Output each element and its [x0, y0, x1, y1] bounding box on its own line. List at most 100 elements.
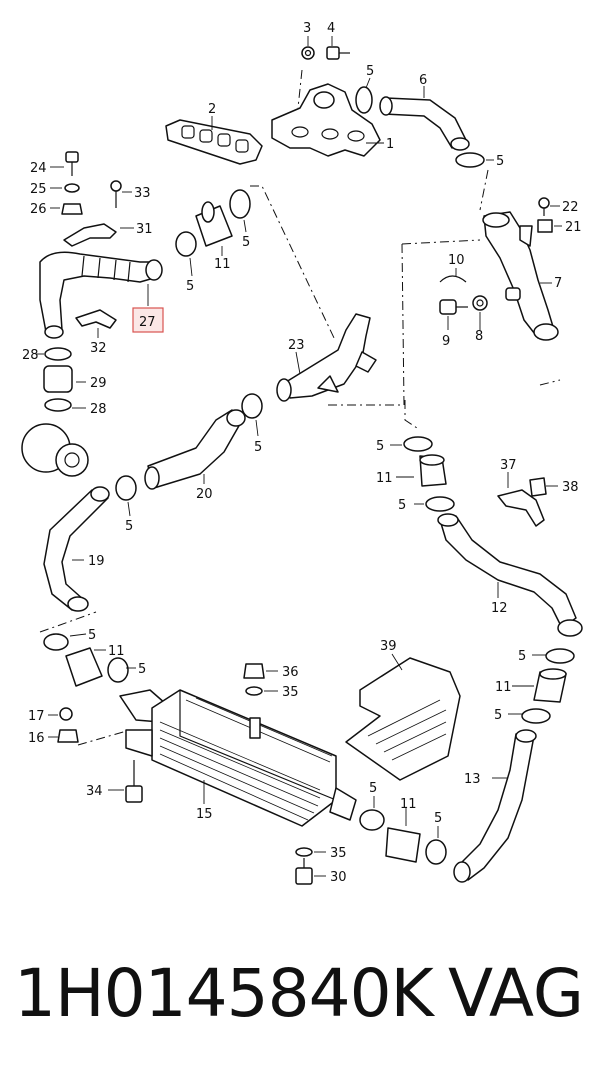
sleeve-11-lower-right [512, 668, 567, 703]
washer-35-lower [295, 847, 326, 857]
callout-33: 33 [134, 186, 151, 201]
callout-2: 2 [208, 102, 216, 117]
callout-34: 34 [86, 784, 103, 799]
pipe-23-part [276, 313, 377, 402]
clamp-5-lower-left-b [107, 657, 136, 683]
heat-shield-39-part [345, 653, 461, 781]
callout-11c: 11 [108, 644, 125, 659]
screw-17-part [48, 707, 73, 721]
callout-5a: 5 [366, 64, 374, 79]
callout-3: 3 [303, 21, 311, 36]
callout-6: 6 [419, 73, 427, 88]
bolt-30-part [295, 858, 326, 885]
turbocharger-housing [21, 423, 89, 477]
intercooler-15-part [119, 689, 357, 827]
callout-28b: 28 [90, 402, 107, 417]
clamp-28-lower [44, 398, 86, 412]
screw-33-part [110, 180, 132, 208]
clamp-5-lower-mid-a [359, 796, 385, 831]
callout-11d: 11 [495, 680, 512, 695]
callout-24: 24 [30, 161, 47, 176]
hose-19-part [43, 486, 110, 612]
hose-6-part [379, 86, 470, 151]
callout-5l: 5 [494, 708, 502, 723]
callout-5f: 5 [125, 519, 133, 534]
callout-32: 32 [90, 341, 107, 356]
clamp-5-upper-mid-a [229, 189, 251, 233]
clamp-28-upper [36, 347, 72, 361]
callout-10: 10 [448, 253, 465, 268]
clamp-5-mid-a [241, 393, 263, 437]
callout-30: 30 [330, 870, 347, 885]
callout-20: 20 [196, 487, 213, 502]
charge-air-system-exploded-diagram: 1 2 3 4 5 6 5 22 21 10 7 9 8 24 25 26 33… [21, 21, 583, 885]
washer-25-part [50, 183, 80, 193]
callout-11a: 11 [214, 257, 231, 272]
nut-16-part [48, 729, 79, 743]
washer-35-upper [245, 686, 278, 696]
callout-11b: 11 [376, 471, 393, 486]
callout-19: 19 [88, 554, 105, 569]
clamp-5-lower-mid-b [425, 826, 447, 865]
clamp-5-right-a [390, 436, 433, 452]
callout-5h: 5 [398, 498, 406, 513]
callout-36: 36 [282, 665, 299, 680]
bolt-34-part [108, 760, 143, 803]
manifold-gasket-part [165, 116, 263, 165]
nut-26-part [50, 203, 83, 215]
bolt-24-part [50, 151, 79, 176]
assembly-dash-lines [39, 69, 561, 746]
seal-ring-8-part [472, 295, 488, 330]
callout-39: 39 [380, 639, 397, 654]
part-number-text: 1H0145840K [14, 955, 434, 1032]
callout-5m: 5 [369, 781, 377, 796]
callout-5i: 5 [88, 628, 96, 643]
callout-27-highlight-box [132, 307, 164, 333]
bracket-37-part [497, 472, 545, 527]
callout-35b: 35 [330, 846, 347, 861]
callout-7: 7 [554, 276, 562, 291]
clamp-5-top [355, 77, 373, 114]
sleeve-29-part [43, 365, 86, 393]
callout-13: 13 [464, 772, 481, 787]
sleeve-11-lower-left [65, 647, 106, 687]
washer-3-part [301, 36, 315, 60]
callout-27: 27 [139, 315, 156, 330]
callout-8: 8 [475, 329, 483, 344]
callout-29: 29 [90, 376, 107, 391]
callout-5d: 5 [186, 279, 194, 294]
clamp-5-mid-b [115, 475, 137, 517]
nut-38-part [529, 477, 558, 497]
retaining-clip-10-part [439, 268, 467, 283]
hose-20-part [144, 409, 246, 490]
sleeve-11-upper [195, 201, 233, 256]
callout-labels: 1 2 3 4 5 6 5 22 21 10 7 9 8 24 25 26 33… [22, 21, 582, 885]
callout-5c: 5 [242, 235, 250, 250]
clamp-5-upper-mid-b [175, 231, 197, 277]
callout-5g: 5 [376, 439, 384, 454]
clamp-5-right-b [414, 496, 455, 512]
intake-manifold-part [271, 83, 384, 157]
callout-26: 26 [30, 202, 47, 217]
callout-35a: 35 [282, 685, 299, 700]
callout-5n: 5 [434, 811, 442, 826]
hose-27-part [39, 251, 163, 339]
callout-22: 22 [562, 200, 579, 215]
pipe-7-part [482, 211, 559, 341]
footer: 1H0145840K VAG [0, 955, 600, 1075]
bolt-4-part [326, 36, 350, 60]
callout-5e: 5 [254, 440, 262, 455]
callout-4: 4 [327, 21, 335, 36]
bracket-31-part [63, 223, 134, 247]
nut-36-part [243, 663, 278, 679]
callout-25: 25 [30, 182, 47, 197]
sensor-9-part [439, 299, 468, 330]
hose-13-part [453, 729, 537, 883]
clamp-5-lower-right-a [532, 648, 575, 664]
callout-9: 9 [442, 334, 450, 349]
callout-17: 17 [28, 709, 45, 724]
sleeve-11-right [396, 454, 447, 487]
callout-1: 1 [386, 137, 394, 152]
callout-15: 15 [196, 807, 213, 822]
callout-38: 38 [562, 480, 579, 495]
